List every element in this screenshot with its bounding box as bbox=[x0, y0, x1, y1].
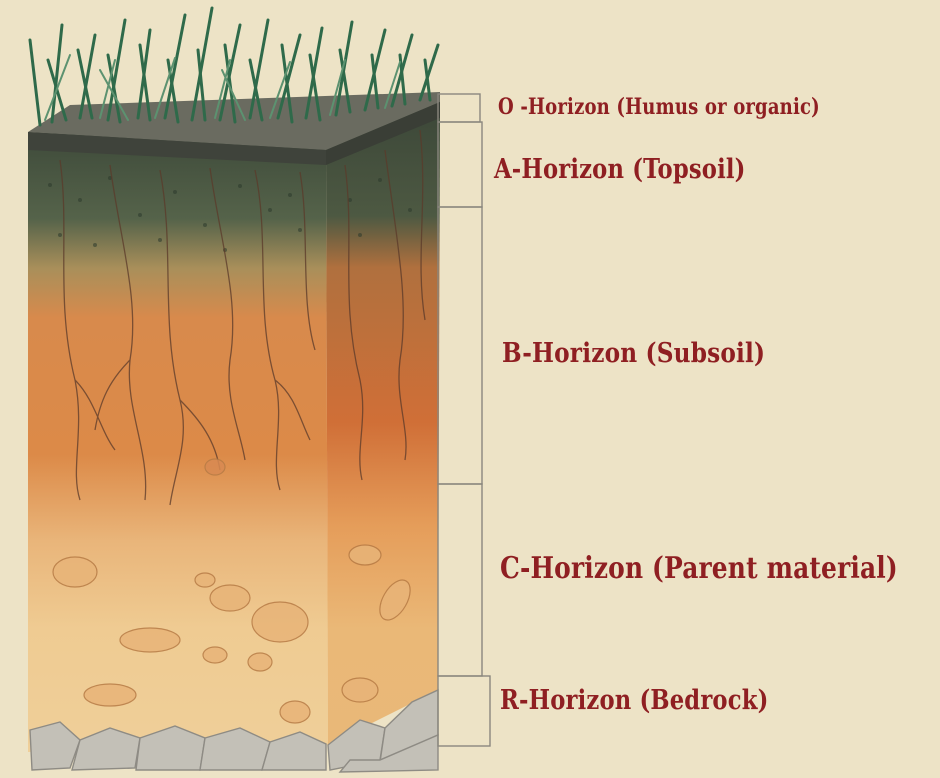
grass-tuft-light bbox=[44, 54, 401, 121]
o-horizon-label: O -Horizon (Humus or organic) bbox=[498, 94, 820, 120]
a-horizon-bracket bbox=[437, 121, 483, 208]
o-horizon-bracket bbox=[437, 93, 481, 123]
o-layer-side-band bbox=[326, 102, 440, 165]
grass-tuft bbox=[28, 6, 440, 127]
horizon-brackets bbox=[437, 93, 491, 747]
plant-roots bbox=[59, 129, 426, 506]
soil-side-face bbox=[326, 100, 440, 745]
a-layer-speckles bbox=[48, 176, 412, 252]
a-horizon-label: A-Horizon (Topsoil) bbox=[494, 154, 746, 185]
c-horizon-bracket bbox=[437, 483, 483, 677]
b-horizon-bracket bbox=[437, 206, 483, 485]
bedrock-stones bbox=[29, 688, 439, 773]
parent-material-pebbles bbox=[52, 458, 411, 724]
b-horizon-label: B-Horizon (Subsoil) bbox=[502, 338, 766, 369]
r-horizon-bracket bbox=[437, 675, 491, 747]
soil-front-face bbox=[28, 132, 328, 752]
c-horizon-label: C-Horizon (Parent material) bbox=[500, 551, 898, 586]
r-horizon-label: R-Horizon (Bedrock) bbox=[500, 685, 769, 716]
o-layer-band bbox=[28, 132, 326, 165]
